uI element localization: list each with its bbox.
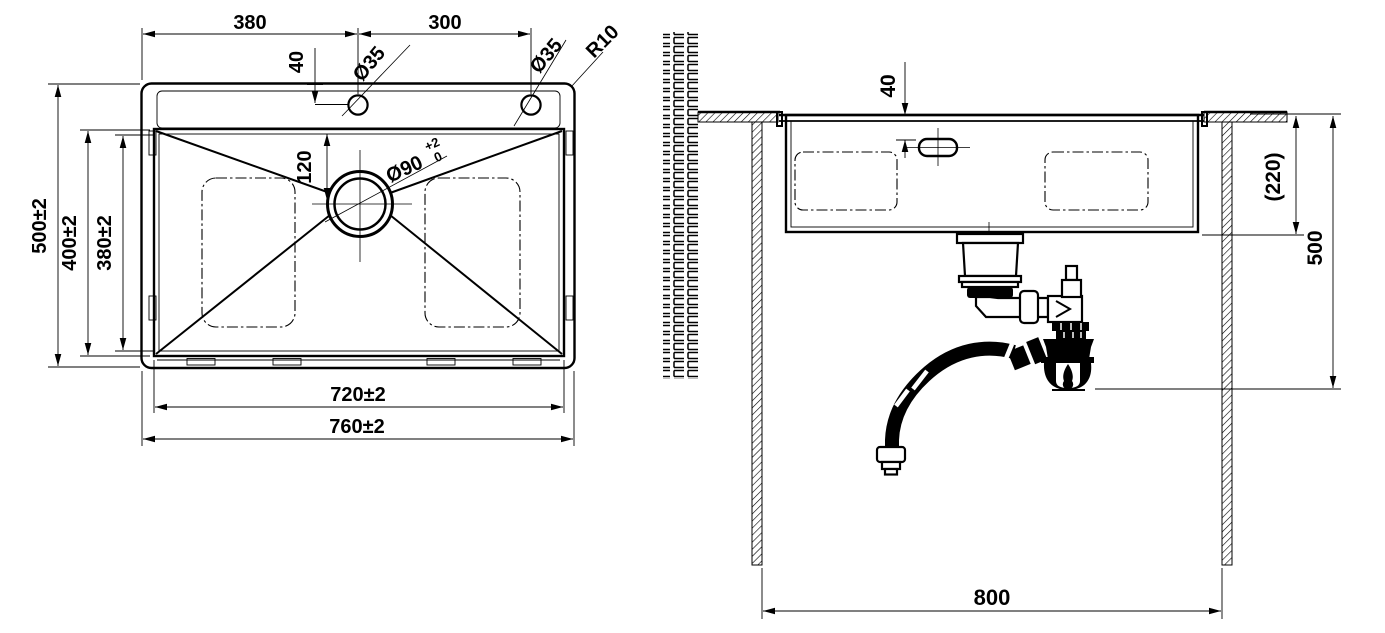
countertop-left bbox=[697, 111, 779, 123]
hole1-dia-label: Ø35 bbox=[349, 43, 390, 86]
sink-top-view: 380 300 40 Ø35 Ø35 R10 120 Ø90 +2 0 bbox=[29, 12, 624, 446]
bowl-inner-edge bbox=[158, 133, 560, 352]
elbow-miter-mark bbox=[1055, 300, 1073, 318]
rim-clip-left bbox=[776, 111, 783, 127]
trap-ribbed-ring bbox=[1056, 331, 1086, 339]
bowl-outer-edge bbox=[152, 127, 566, 358]
cabinet-side-right bbox=[1221, 121, 1233, 566]
hole2-dia-label: Ø35 bbox=[526, 35, 567, 78]
hose-end-tip bbox=[883, 467, 899, 476]
strainer-nut bbox=[967, 287, 1013, 298]
elbow-corner bbox=[1046, 294, 1084, 324]
dim-label-120: 120 bbox=[294, 150, 316, 183]
dim-label-500-install: 500 bbox=[1304, 230, 1327, 265]
side-clip bbox=[565, 295, 574, 321]
dim-label-300: 300 bbox=[428, 12, 461, 34]
countertop-right bbox=[1203, 111, 1288, 123]
bottom-clip bbox=[512, 358, 542, 366]
strainer-body bbox=[961, 241, 1020, 278]
faucet-hole-2 bbox=[520, 94, 542, 116]
hose-coupling bbox=[1007, 337, 1048, 371]
bottom-clip bbox=[272, 358, 302, 366]
bottom-clip bbox=[186, 358, 216, 366]
dim-label-40: 40 bbox=[286, 51, 308, 73]
sound-pad-left bbox=[201, 177, 296, 328]
bowl-diagonal-bl bbox=[155, 214, 331, 355]
side-clip bbox=[565, 130, 574, 156]
radius-leader bbox=[570, 51, 604, 88]
strainer-ring-2 bbox=[960, 280, 1020, 289]
hose-shine-stripe bbox=[1002, 343, 1015, 362]
hole1-leader bbox=[341, 44, 411, 117]
hose-shine-stripe bbox=[911, 369, 929, 391]
sound-pad-right bbox=[424, 177, 521, 328]
sink-outer-rim bbox=[140, 82, 576, 370]
trap-upper-cup bbox=[1043, 339, 1094, 359]
drain-dia-label-group: Ø90 +2 0 bbox=[383, 134, 445, 187]
dim-label-760: 760±2 bbox=[329, 416, 384, 438]
bowl-diagonal-br bbox=[389, 214, 563, 355]
bowl-diagonal-tr bbox=[389, 130, 563, 194]
faucet-hole-1 bbox=[347, 94, 369, 116]
sound-pad-right-hidden bbox=[1044, 151, 1149, 211]
drain-tol-lower: 0 bbox=[432, 148, 445, 165]
side-clip bbox=[148, 295, 157, 321]
bowl-diagonal-tl bbox=[155, 130, 331, 194]
trap-keyhole bbox=[1062, 364, 1074, 390]
sink-section-body bbox=[784, 113, 1200, 234]
sound-pad-left-hidden bbox=[794, 151, 898, 211]
dim-label-800: 800 bbox=[974, 585, 1011, 610]
dim-label-380-inner: 380±2 bbox=[94, 215, 116, 270]
hose-end-nut bbox=[875, 445, 907, 464]
dim-label-380: 380 bbox=[233, 12, 266, 34]
dim-label-720: 720±2 bbox=[330, 384, 385, 406]
overflow-pipe bbox=[1060, 278, 1083, 299]
bottom-clip bbox=[426, 358, 456, 366]
dim-label-220: (220) bbox=[1262, 152, 1285, 201]
flexible-hose bbox=[885, 341, 1016, 447]
hose-shine-stripe bbox=[894, 388, 910, 408]
dim-label-500-outer: 500±2 bbox=[29, 198, 51, 253]
masonry-wall bbox=[663, 32, 698, 379]
dim-label-400: 400±2 bbox=[59, 215, 81, 270]
corner-radius-label: R10 bbox=[582, 21, 624, 63]
overflow-pipe-top bbox=[1064, 264, 1079, 282]
dim-label-40-side: 40 bbox=[877, 74, 900, 97]
sink-side-view: 40 (220) 500 800 bbox=[663, 32, 1341, 619]
drain-tol-upper: +2 bbox=[422, 134, 442, 154]
sink-section-inner bbox=[790, 120, 1194, 228]
rim-clip-right bbox=[1201, 111, 1208, 127]
pipe-coupling-ring bbox=[1018, 289, 1040, 325]
strainer-flange bbox=[955, 232, 1025, 245]
hole2-leader bbox=[513, 39, 567, 127]
side-clip bbox=[148, 130, 157, 156]
cabinet-side-left bbox=[751, 121, 763, 566]
drain-dia-leader bbox=[324, 155, 448, 223]
